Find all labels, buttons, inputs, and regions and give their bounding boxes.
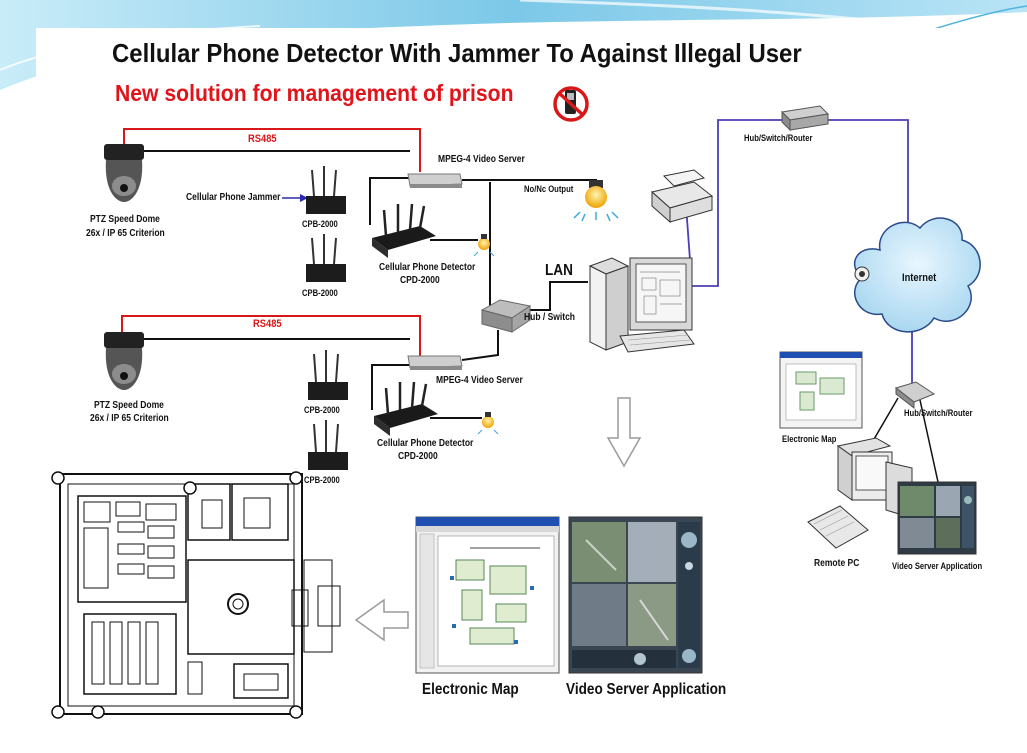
cpb-label-1: CPB-2000 [302,219,338,229]
electronic-map-label-big: Electronic Map [422,681,519,698]
desktop-pc-icon [588,257,695,353]
network-lines [685,119,913,384]
nonc-output-label: No/Nc Output [524,184,574,194]
video-server-screenshot [568,516,703,674]
rs485-lines [121,128,421,358]
cloud-icon [853,217,981,333]
rs485-label-bottom: RS485 [253,318,282,330]
detector-icon [372,203,436,258]
router-icon [894,381,936,410]
arrow-down-icon [606,397,642,468]
cpb-label-4: CPB-2000 [304,475,340,485]
detector-label-2-line2: CPD-2000 [398,451,438,462]
cpb-label-3: CPB-2000 [304,405,340,415]
remote-pc-label: Remote PC [814,558,860,569]
no-phone-icon [553,86,589,122]
video-server-icon [407,355,463,370]
detector-label-1-line1: Cellular Phone Detector [379,262,476,273]
cpb-label-2: CPB-2000 [302,288,338,298]
webcam-icon [854,266,870,282]
arrow-left-icon [354,598,409,642]
ptz-label-1-line1: PTZ Speed Dome [90,214,160,225]
electronic-map-label-small: Electronic Map [782,434,837,444]
lan-label: LAN [545,262,573,279]
jammer-arrow [282,194,308,202]
page-subtitle: New solution for management of prison [115,80,514,106]
ptz-label-1-line2: 26x / IP 65 Criterion [86,228,165,239]
video-server-app-label-big: Video Server Application [566,681,727,698]
video-server-icon [407,173,463,188]
ptz-label-2-line2: 26x / IP 65 Criterion [90,413,169,424]
video-server-thumbnail [897,481,977,555]
detector-icon [374,381,438,436]
jammer-icon [308,350,348,400]
jammer-label: Cellular Phone Jammer [186,192,281,203]
floor-plan [51,471,341,719]
alarm-light-icon [573,180,619,222]
jammer-icon [306,166,346,214]
alarm-light-icon [477,412,499,435]
electronic-map-thumbnail [779,351,863,429]
jammer-icon [306,234,346,282]
page-title: Cellular Phone Detector With Jammer To A… [112,38,802,68]
ptz-camera-icon [104,144,144,202]
detector-label-2-line1: Cellular Phone Detector [377,438,474,449]
hub-switch-icon [480,299,532,333]
printer-icon [650,169,714,224]
mpeg-server-label-bottom: MPEG-4 Video Server [436,375,523,386]
internet-label: Internet [902,272,937,284]
alarm-light-icon [473,234,495,257]
detector-label-1-line2: CPD-2000 [400,275,440,286]
jammer-icon [308,420,348,470]
hub-switch-label: Hub / Switch [524,312,575,323]
router-icon [780,105,830,132]
mpeg-server-label-top: MPEG-4 Video Server [438,154,525,165]
ptz-camera-icon [104,332,144,390]
router-label-top: Hub/Switch/Router [744,133,813,143]
ptz-label-2-line1: PTZ Speed Dome [94,400,164,411]
rs485-label-top: RS485 [248,133,277,145]
video-server-app-label-small: Video Server Application [892,561,983,571]
router-label-right: Hub/Switch/Router [904,408,973,418]
electronic-map-screenshot [415,516,560,674]
